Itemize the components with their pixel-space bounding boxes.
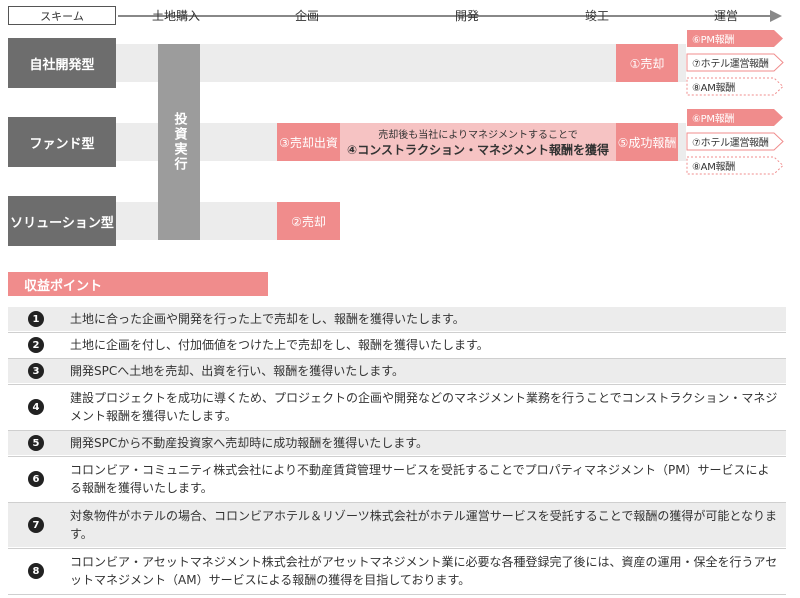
own-sale-box: ①売却	[616, 44, 678, 82]
note-line-1: 売却後も当社によりマネジメントすることで	[378, 130, 578, 141]
point-number-badge: 4	[28, 399, 44, 415]
stage-development: 開発	[455, 9, 480, 23]
point-row-7: 7 対象物件がホテルの場合、コロンビアホテル＆リゾーツ株式会社がホテル運営サービ…	[8, 503, 786, 547]
reward-own-am: ⑧AM報酬	[686, 77, 784, 96]
note-line-2: ④コンストラクション・マネジメント報酬を獲得	[347, 143, 609, 157]
stage-completion: 竣工	[585, 9, 610, 23]
point-row-3: 3 開発SPCへ土地を売却、出資を行い、報酬を獲得いたします。	[8, 359, 786, 383]
point-row-5: 5 開発SPCから不動産投資家へ売却時に成功報酬を獲得いたします。	[8, 431, 786, 455]
reward-label: ⑥PM報酬	[692, 35, 735, 46]
point-number-badge: 2	[28, 337, 44, 353]
timeline-axis	[118, 15, 772, 17]
row-label-own-development: 自社開発型	[8, 38, 116, 88]
reward-label: ⑦ホテル運営報酬	[692, 59, 769, 70]
investment-execution: 投資実行	[158, 44, 200, 240]
point-text: コロンビア・コミュニティ株式会社により不動産賃貸管理サービスを受託することでプロ…	[70, 463, 770, 495]
point-text: 開発SPCへ土地を売却、出資を行い、報酬を獲得いたします。	[70, 364, 405, 378]
reward-label: ⑦ホテル運営報酬	[692, 138, 769, 149]
scheme-label: スキーム	[8, 6, 116, 25]
point-text: 土地に合った企画や開発を行った上で売却をし、報酬を獲得いたします。	[70, 312, 465, 326]
arrow-pink-icon	[687, 30, 783, 47]
construction-management-note: 売却後も当社によりマネジメントすることで ④コンストラクション・マネジメント報酬…	[340, 123, 616, 161]
point-number-badge: 8	[28, 563, 44, 579]
fund-success-fee-box: ⑤成功報酬	[616, 123, 678, 161]
point-row-8: 8 コロンビア・アセットマネジメント株式会社がアセットマネジメント業に必要な各種…	[8, 549, 786, 593]
point-text: 土地に企画を付し、付加価値をつけた上で売却をし、報酬を獲得いたします。	[70, 338, 489, 352]
reward-own-pm: ⑥PM報酬	[686, 29, 784, 48]
divider	[8, 548, 786, 549]
divider	[8, 332, 786, 333]
divider	[8, 430, 786, 431]
reward-fund-am: ⑧AM報酬	[686, 156, 784, 175]
point-number-badge: 6	[28, 471, 44, 487]
reward-fund-hotel: ⑦ホテル運営報酬	[686, 132, 784, 151]
fund-invest-box: ③売却出資	[277, 123, 340, 161]
arrow-pink-icon	[687, 109, 783, 126]
point-number-badge: 5	[28, 435, 44, 451]
divider	[8, 384, 786, 385]
arrow-dashed-icon	[686, 156, 784, 175]
point-number-badge: 7	[28, 517, 44, 533]
reward-label: ⑧AM報酬	[692, 83, 735, 94]
stage-land-purchase: 土地購入	[152, 9, 201, 23]
point-text: コロンビア・アセットマネジメント株式会社がアセットマネジメント業に必要な各種登録…	[70, 555, 778, 587]
point-row-2: 2 土地に企画を付し、付加価値をつけた上で売却をし、報酬を獲得いたします。	[8, 333, 786, 357]
solution-sale-box: ②売却	[277, 202, 340, 240]
divider	[8, 358, 786, 359]
reward-own-hotel: ⑦ホテル運営報酬	[686, 53, 784, 72]
revenue-points-header: 収益ポイント	[8, 272, 268, 296]
reward-label: ⑥PM報酬	[692, 114, 735, 125]
divider	[8, 594, 786, 595]
point-text: 開発SPCから不動産投資家へ売却時に成功報酬を獲得いたします。	[70, 436, 429, 450]
band-own-development	[116, 44, 686, 82]
point-number-badge: 3	[28, 363, 44, 379]
divider	[8, 502, 786, 503]
arrow-outline-icon	[686, 132, 784, 151]
arrow-dashed-icon	[686, 77, 784, 96]
row-label-fund: ファンド型	[8, 117, 116, 167]
point-row-6: 6 コロンビア・コミュニティ株式会社により不動産賃貸管理サービスを受託することで…	[8, 457, 786, 501]
point-text: 建設プロジェクトを成功に導くため、プロジェクトの企画や開発などのマネジメント業務…	[70, 391, 778, 423]
arrow-outline-icon	[686, 53, 784, 72]
point-row-4: 4 建設プロジェクトを成功に導くため、プロジェクトの企画や開発などのマネジメント…	[8, 385, 786, 429]
row-label-solution: ソリューション型	[8, 196, 116, 246]
reward-fund-pm: ⑥PM報酬	[686, 108, 784, 127]
divider	[8, 456, 786, 457]
stage-operation: 運営	[714, 9, 739, 23]
stage-planning: 企画	[295, 9, 320, 23]
point-row-1: 1 土地に合った企画や開発を行った上で売却をし、報酬を獲得いたします。	[8, 307, 786, 331]
reward-label: ⑧AM報酬	[692, 162, 735, 173]
timeline-arrow-icon	[770, 10, 782, 22]
point-number-badge: 1	[28, 311, 44, 327]
point-text: 対象物件がホテルの場合、コロンビアホテル＆リゾーツ株式会社がホテル運営サービスを…	[70, 509, 778, 541]
